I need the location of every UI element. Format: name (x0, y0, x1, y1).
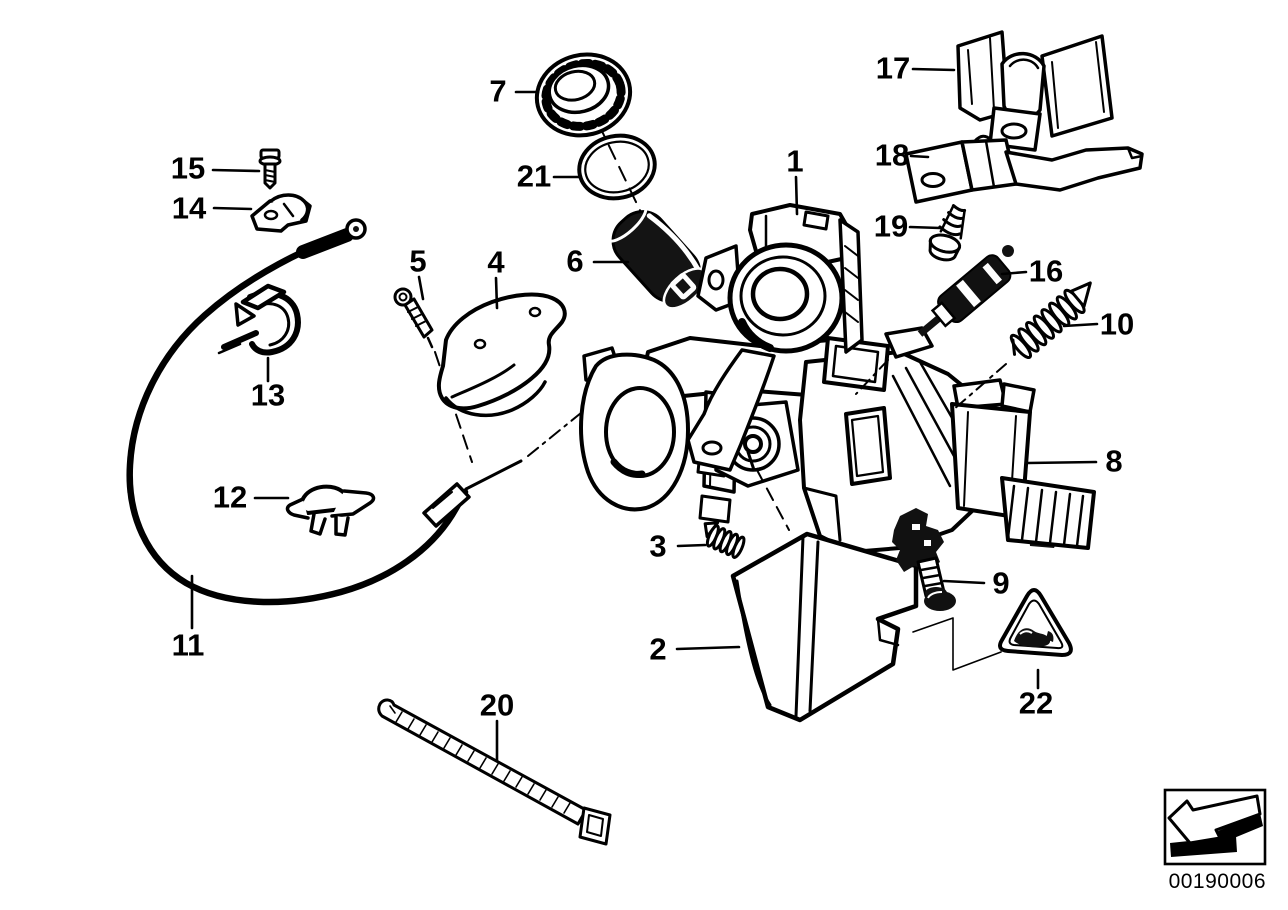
part-number-4[interactable]: 4 (487, 245, 505, 280)
part-6-lock-cylinder-drawing (605, 203, 708, 310)
part-number-2[interactable]: 2 (649, 632, 666, 667)
part-number-13[interactable]: 13 (251, 378, 285, 413)
part-number-18[interactable]: 18 (875, 138, 909, 173)
callout-7[interactable]: 7 (489, 74, 540, 109)
leader-line-19 (908, 225, 942, 230)
callout-14[interactable]: 14 (172, 191, 253, 226)
leader-line-8 (1026, 460, 1098, 465)
part-1-housing-drawing (686, 203, 864, 472)
callout-6[interactable]: 6 (566, 244, 630, 279)
part-number-17[interactable]: 17 (876, 51, 910, 86)
leader-line-10 (1062, 322, 1099, 328)
callout-22[interactable]: 22 (1019, 668, 1053, 721)
part-number-15[interactable]: 15 (171, 151, 205, 186)
callout-19[interactable]: 19 (874, 209, 942, 244)
leader-line-17 (911, 67, 956, 72)
callout-12[interactable]: 12 (213, 480, 290, 515)
part-number-6[interactable]: 6 (566, 244, 583, 279)
callout-4[interactable]: 4 (487, 245, 505, 310)
part-number-1[interactable]: 1 (786, 144, 803, 179)
part-10-spring-drawing (952, 281, 1092, 411)
part-number-11[interactable]: 11 (172, 628, 205, 663)
main-casting-drawing (579, 336, 998, 554)
part-3-spring-drawing (703, 521, 746, 559)
part-number-3[interactable]: 3 (649, 529, 666, 564)
callout-5[interactable]: 5 (409, 244, 427, 301)
part-number-21[interactable]: 21 (517, 159, 551, 194)
part-number-16[interactable]: 16 (1029, 254, 1063, 289)
anti-theft-key-warning-icon (1014, 628, 1054, 648)
part-14-clamp-drawing (250, 193, 312, 233)
part-number-5[interactable]: 5 (409, 244, 426, 279)
leader-line-1 (794, 175, 799, 216)
leader-line-3 (676, 543, 707, 548)
leader-line-2 (675, 645, 741, 651)
callouts: 1 2 3 4 5 6 7 8 (171, 51, 1134, 762)
artwork (126, 30, 1144, 846)
part-number-12[interactable]: 12 (213, 480, 247, 515)
part-22-warning-triangle-drawing (912, 588, 1073, 671)
callout-21[interactable]: 21 (517, 159, 580, 194)
part-21-oring-drawing (577, 133, 657, 201)
callout-10[interactable]: 10 (1062, 307, 1134, 342)
callout-8[interactable]: 8 (1026, 444, 1123, 479)
part-number-20[interactable]: 20 (480, 688, 514, 723)
callout-20[interactable]: 20 (480, 688, 514, 762)
callout-11[interactable]: 11 (172, 574, 205, 663)
leader-line-14 (212, 206, 253, 211)
callout-2[interactable]: 2 (649, 632, 741, 667)
leader-line-9 (942, 579, 986, 585)
drawing-number: 00190006 (1169, 870, 1266, 893)
part-number-14[interactable]: 14 (172, 191, 207, 226)
leader-line-18 (909, 154, 930, 159)
leader-line-16 (1000, 270, 1028, 276)
callout-3[interactable]: 3 (649, 529, 707, 564)
part-13-clip-drawing (217, 283, 301, 356)
part-number-22[interactable]: 22 (1019, 686, 1053, 721)
down-left-3d-arrow-icon (1167, 794, 1263, 857)
callout-1[interactable]: 1 (786, 144, 804, 216)
leader-line-5 (417, 275, 425, 301)
callout-18[interactable]: 18 (875, 138, 930, 173)
part-number-10[interactable]: 10 (1100, 307, 1134, 342)
footer-stamp: 00190006 (1163, 788, 1267, 893)
callout-17[interactable]: 17 (876, 51, 956, 86)
part-number-7[interactable]: 7 (489, 74, 506, 109)
part-number-19[interactable]: 19 (874, 209, 908, 244)
part-9-screw-drawing (892, 508, 956, 611)
part-16-switch-drawing (855, 245, 1014, 395)
part-number-9[interactable]: 9 (992, 566, 1009, 601)
leader-line-15 (211, 168, 261, 173)
part-4-cover-drawing (436, 292, 567, 418)
part-20-cable-tie-drawing (377, 698, 612, 846)
part-7-cap-drawing (534, 52, 633, 138)
part-15-screw-drawing (258, 148, 282, 190)
part-number-8[interactable]: 8 (1105, 444, 1122, 479)
part-8-bracket-drawing (950, 378, 1096, 550)
part-17-bracket-drawing (956, 30, 1114, 152)
leader-line-4 (494, 276, 499, 310)
part-19-screw-drawing (928, 204, 967, 262)
part-12-clip-drawing (285, 484, 376, 537)
cable-end-fitting (422, 482, 471, 528)
part-2-shell-drawing (730, 531, 919, 723)
part-11-cable-drawing (126, 218, 593, 606)
callout-16[interactable]: 16 (1000, 254, 1063, 289)
callout-15[interactable]: 15 (171, 151, 261, 186)
callout-9[interactable]: 9 (942, 566, 1010, 601)
callout-13[interactable]: 13 (251, 356, 285, 413)
